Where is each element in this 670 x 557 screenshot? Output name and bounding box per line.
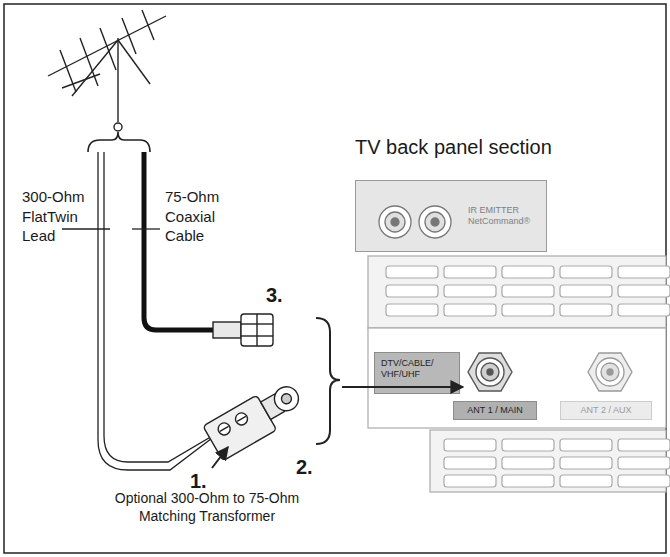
vent-slots: [502, 266, 554, 278]
node-text: ANT 2 / AUX: [565, 405, 647, 416]
matching-transformer: [220, 426, 229, 431]
matching-transformer: [280, 392, 294, 406]
callout-number: 1.: [190, 470, 207, 493]
port-panel: IR EMITTERNetCommand®: [355, 180, 547, 252]
vent-slots: [444, 285, 496, 297]
vent-slots: [618, 266, 670, 278]
ant1-jack: [481, 363, 499, 381]
antenna: [114, 123, 122, 131]
node-text: DTV/CABLE/ VHF/UHF: [381, 358, 453, 380]
vent-slots: [502, 457, 554, 469]
vent-slots: [560, 304, 612, 316]
vent-slots: [444, 439, 496, 451]
ant1-jack: [468, 353, 512, 391]
matching-transformer: [216, 421, 232, 437]
ant2-jack: [596, 358, 624, 386]
ant1-jack: [487, 369, 493, 375]
ant2-jack: [607, 369, 613, 375]
antenna: [122, 18, 136, 54]
vent-slots: [618, 304, 670, 316]
vent-slots: [502, 304, 554, 316]
vent-slots: [618, 457, 670, 469]
vent-slots: [618, 475, 670, 487]
antenna: [72, 40, 118, 96]
f-connector: [213, 314, 273, 346]
ant2-jack: [588, 353, 632, 391]
vent-slots: [502, 439, 554, 451]
antenna: [118, 40, 150, 84]
pointer-arrow: [212, 447, 228, 468]
lead-brace: [88, 132, 150, 152]
tv-panel-body: [368, 256, 670, 492]
antenna: [80, 38, 98, 86]
coaxial-cable: [132, 228, 160, 229]
vent-slots: [502, 285, 554, 297]
antenna: [117, 38, 118, 122]
cable-label: 300-Ohm FlatTwin Lead: [22, 187, 94, 246]
twin-lead-wire: [62, 228, 110, 229]
jack-label-band: ANT 1 / MAIN: [453, 401, 537, 420]
antenna: [100, 28, 116, 70]
antenna: [48, 10, 166, 131]
antenna: [62, 74, 100, 88]
vent-slots: [560, 266, 612, 278]
vent-slots: [618, 285, 670, 297]
f-connector: [256, 314, 257, 346]
matching-transformer: [233, 411, 249, 427]
vent-slots: [560, 285, 612, 297]
vent-slots: [444, 304, 496, 316]
cable-label: 75-Ohm Coaxial Cable: [165, 187, 229, 246]
vent-slots: [502, 475, 554, 487]
matching-transformer: [203, 377, 308, 461]
vent-slots: [618, 439, 670, 451]
jack-label-band: ANT 2 / AUX: [560, 401, 652, 420]
vent-slots: [444, 475, 496, 487]
frame-border: [4, 4, 666, 553]
part-caption: Optional 300-Ohm to 75-Ohm Matching Tran…: [112, 490, 302, 525]
vent-slots: [560, 475, 612, 487]
vent-slots: [560, 457, 612, 469]
ant1-jack: [476, 358, 504, 386]
ant1-jack: [468, 353, 512, 391]
callout-number: 2.: [296, 456, 313, 479]
vent-slots: [444, 266, 496, 278]
ant2-jack: [601, 363, 619, 381]
f-connector: [241, 314, 273, 346]
ant2-jack: [588, 353, 632, 391]
tv-panel-body: [368, 328, 666, 428]
vent-slots: [444, 457, 496, 469]
callout-number: 3.: [266, 284, 283, 307]
antenna: [142, 10, 154, 40]
input-tag: DTV/CABLE/ VHF/UHF: [374, 352, 460, 394]
matching-transformer: [237, 416, 246, 421]
node-text: IR EMITTER: [468, 205, 538, 216]
input-bracket: [316, 318, 340, 444]
vent-slots: [386, 304, 438, 316]
node-text: ANT 1 / MAIN: [458, 405, 532, 416]
panel-heading: TV back panel section: [355, 136, 552, 159]
vent-slots: [386, 266, 438, 278]
vent-slots: [386, 285, 438, 297]
f-connector: [213, 322, 241, 338]
matching-transformer: [270, 382, 303, 415]
node-text: NetCommand®: [468, 216, 538, 227]
vent-slots: [560, 439, 612, 451]
